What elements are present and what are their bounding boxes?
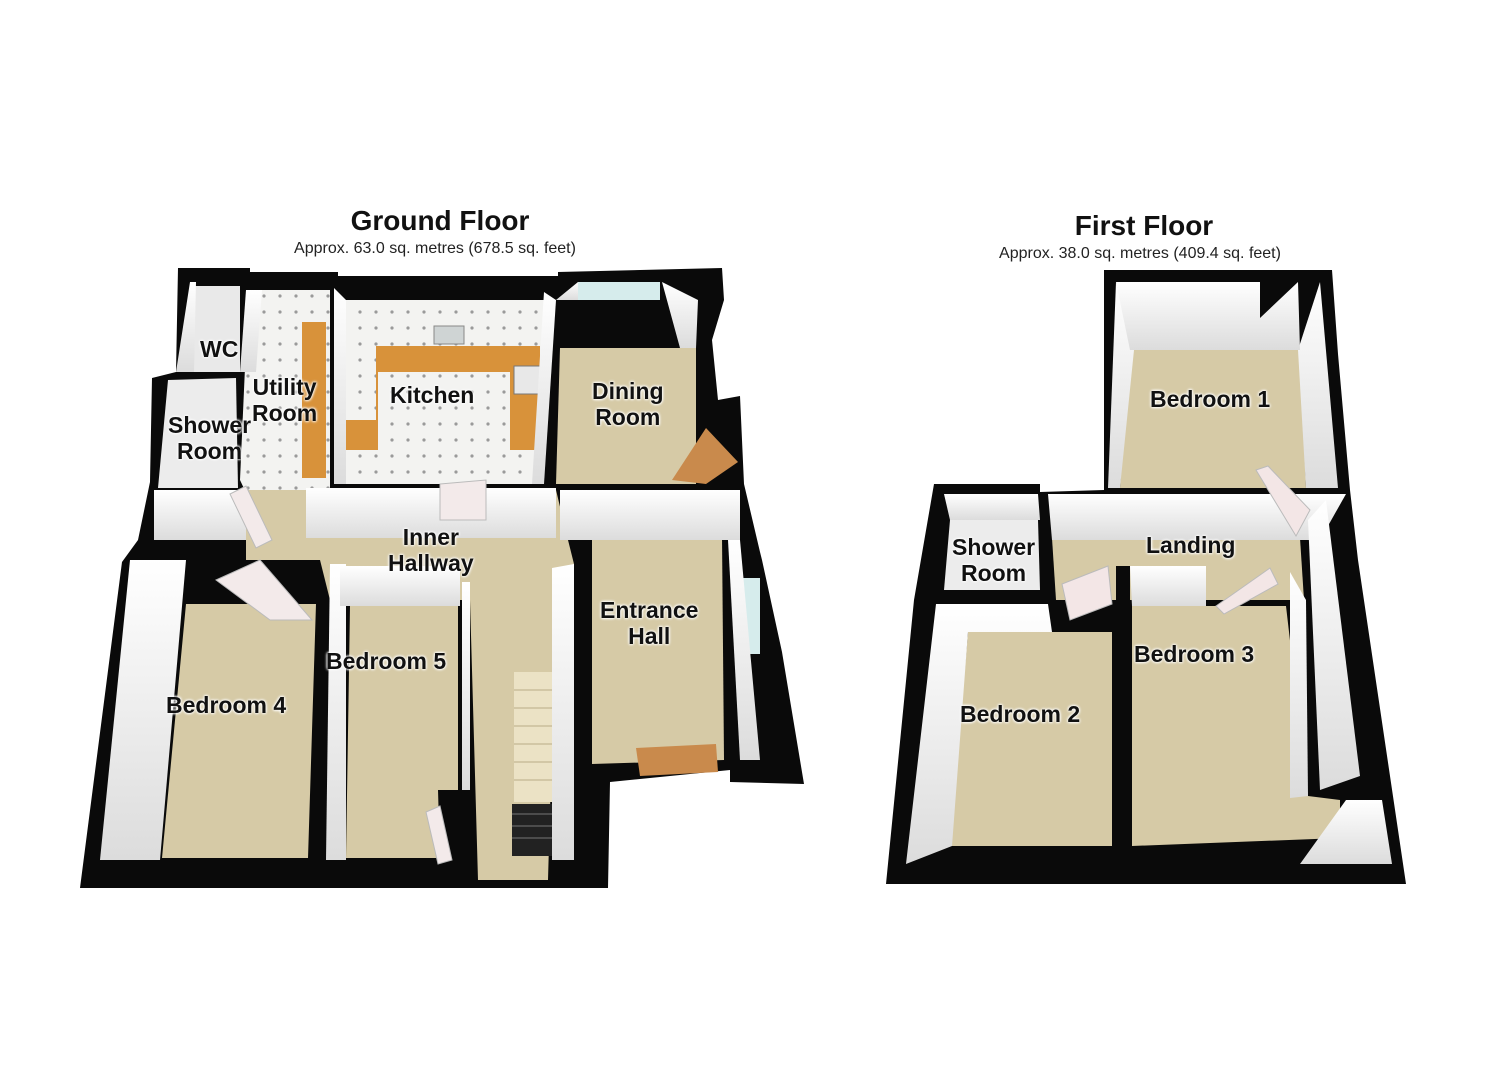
room-label-bedroom-5: Bedroom 5	[326, 648, 447, 674]
ground-interior-doors	[215, 479, 487, 865]
ground-floor-area: Approx. 63.0 sq. metres (678.5 sq. feet)	[294, 240, 576, 257]
first-floor-title: First Floor	[1074, 210, 1214, 241]
hob-icon	[513, 365, 541, 395]
ground-shower-line-1: Shower	[168, 412, 252, 438]
landing-side-wall	[1308, 500, 1360, 790]
sink-icon	[433, 325, 465, 345]
first-shower-floor	[944, 520, 1040, 590]
bedroom-2-walls	[906, 604, 1052, 864]
utility-worktop	[302, 322, 326, 478]
kitchen-worktop	[346, 346, 540, 450]
ground-floor-plan	[80, 268, 804, 888]
room-label-inner-hallway: Inner Hallway	[388, 524, 474, 576]
room-label-utility-room: Utility Room	[252, 374, 317, 426]
room-label-landing: Landing	[1146, 532, 1236, 558]
bedroom-5-floor	[346, 606, 458, 858]
bedroom-3-right-wall	[1300, 800, 1392, 864]
bedroom-1-side-wall-right	[1298, 282, 1338, 488]
bedroom-3-side-wall	[1290, 572, 1308, 798]
ground-interior-walls	[100, 282, 760, 860]
landing-walls	[1048, 494, 1346, 540]
dining-floor	[556, 348, 696, 484]
first-shower-line-1: Shower	[952, 534, 1036, 560]
room-label-entrance-hall: Entrance Hall	[600, 597, 698, 649]
dining-room-line-1: Dining	[592, 378, 664, 404]
entrance-hall-line-2: Hall	[628, 623, 671, 649]
bedroom-3-floor	[1132, 606, 1340, 846]
entrance-hall-floor	[592, 536, 724, 764]
wc-floor	[194, 286, 240, 372]
room-label-first-shower-room: Shower Room	[952, 534, 1035, 586]
utility-room-line-1: Utility	[252, 374, 317, 400]
first-floor-plan	[886, 270, 1406, 884]
dining-room-line-2: Room	[595, 404, 661, 430]
first-floor-area: Approx. 38.0 sq. metres (409.4 sq. feet)	[999, 245, 1281, 262]
bedroom-1-floor	[1120, 350, 1306, 488]
inner-hallway-line-1: Inner	[402, 524, 459, 550]
utility-room-line-2: Room	[252, 400, 318, 426]
room-label-bedroom-2: Bedroom 2	[960, 701, 1081, 727]
entrance-hall-line-1: Entrance	[600, 597, 699, 623]
room-label-bedroom-3: Bedroom 3	[1134, 641, 1255, 667]
room-label-wc: WC	[200, 336, 239, 362]
first-shower-line-2: Room	[960, 560, 1027, 586]
inner-hallway-line-2: Hallway	[388, 550, 474, 576]
bedroom-2-floor	[950, 632, 1112, 846]
room-label-ground-shower-room: Shower Room	[168, 412, 251, 464]
first-interior-doors	[1061, 465, 1311, 621]
dining-door	[672, 428, 738, 484]
room-label-bedroom-4: Bedroom 4	[166, 692, 287, 718]
ground-shower-line-2: Room	[176, 438, 243, 464]
ground-floor-title: Ground Floor	[350, 205, 530, 236]
dining-window	[578, 282, 660, 300]
first-shower-wall	[944, 494, 1040, 520]
room-label-bedroom-1: Bedroom 1	[1150, 386, 1271, 412]
bedroom-4-floor	[162, 604, 316, 858]
room-label-dining-room: Dining Room	[592, 378, 664, 430]
partition-bed2-bed3	[1116, 566, 1130, 866]
inner-hallway-floor	[246, 490, 574, 880]
bedroom-3-walls	[1130, 566, 1206, 606]
front-door	[636, 744, 718, 776]
bedroom-1-back-wall	[1116, 282, 1300, 350]
room-label-kitchen: Kitchen	[390, 382, 475, 408]
ground-shower-floor	[158, 378, 238, 488]
